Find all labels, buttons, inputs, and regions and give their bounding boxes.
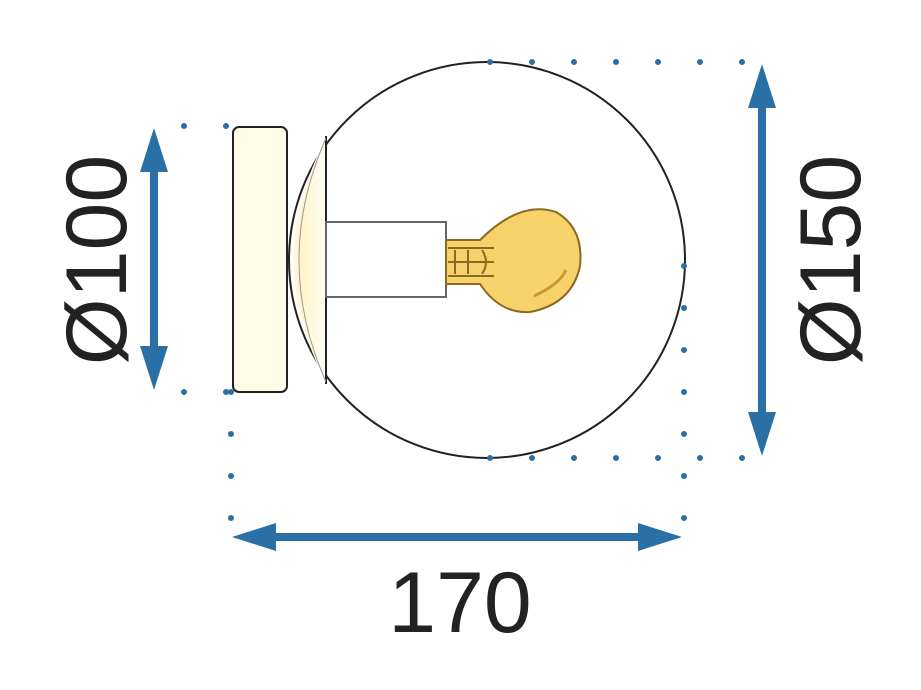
wall-plate [232,126,288,393]
globe-cap-curve [298,137,327,383]
dimension-arrow-depth [232,523,682,551]
socket [325,221,447,298]
light-bulb [445,208,582,314]
label-globe-diameter: Ø150 [783,155,879,365]
guide-dots [181,59,753,527]
label-base-diameter: Ø100 [49,155,145,365]
label-total-depth: 170 [388,555,532,651]
dimension-arrow-globe [748,64,776,456]
globe-cap-glow [294,138,326,382]
dimension-arrow-base [140,128,168,390]
